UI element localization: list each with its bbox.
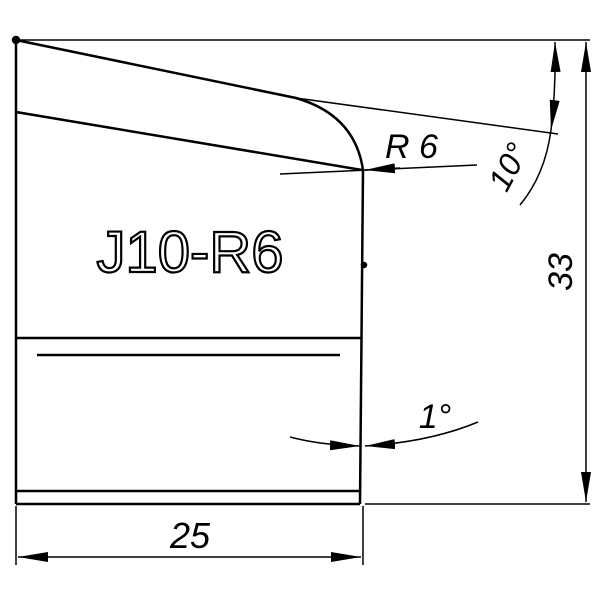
angle-extension-line [295, 97, 559, 135]
radius-arrow [364, 163, 401, 174]
part-label: J10-R6 [97, 220, 284, 285]
top-slanted-edge [15, 38, 365, 171]
side-angle-label: 1° [419, 398, 452, 436]
side-angle-arc-right [364, 421, 479, 450]
height-label: 33 [542, 253, 580, 291]
top-angle-label: 10° [481, 137, 536, 197]
side-angle-arc-left [289, 436, 361, 451]
dimension-lines [15, 39, 591, 565]
angle-arc-tail [519, 129, 552, 206]
second-slanted-edge [15, 110, 363, 172]
edge-point [360, 261, 368, 269]
right-edge [358, 169, 365, 505]
angle-arc-top [549, 41, 561, 131]
width-label: 25 [169, 515, 211, 556]
radius-label: R 6 [385, 128, 438, 166]
